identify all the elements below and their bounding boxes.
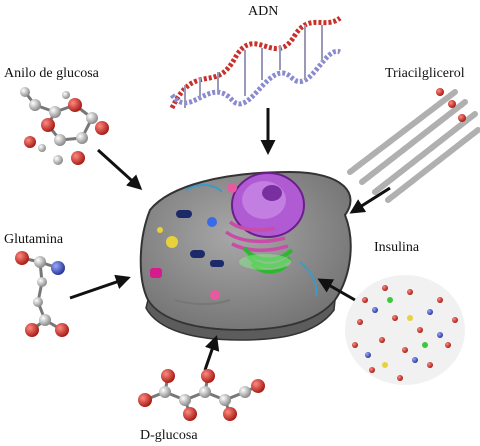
d-glucose-molecule (138, 369, 265, 421)
arrow-glutamina (69, 274, 131, 300)
organelles (150, 183, 318, 306)
arrows (69, 108, 391, 371)
arrow-anilo (96, 148, 143, 191)
arrow-triacil (349, 186, 391, 214)
endoplasmic-reticulum (224, 220, 289, 252)
label-insulina: Insulina (374, 240, 420, 255)
label-adn: ADN (248, 4, 279, 19)
arrow-insulina (317, 278, 356, 302)
glucose-ring-molecule (20, 87, 109, 165)
triacylglycerol-molecule (347, 89, 480, 203)
animal-cell (139, 170, 352, 341)
label-glutamina: Glutamina (4, 232, 64, 247)
insulin-molecule (345, 275, 465, 385)
arrow-dglucosa (203, 335, 220, 371)
glutamine-molecule (15, 251, 69, 337)
label-triacilglicerol: Triacilglicerol (385, 66, 465, 81)
triacylglycerol-oxygens (436, 88, 466, 122)
label-d-glucosa: D-glucosa (140, 428, 198, 443)
nucleus (231, 172, 305, 238)
label-anilo-de-glucosa: Anilo de glucosa (4, 66, 99, 81)
dna-molecule (169, 15, 342, 110)
